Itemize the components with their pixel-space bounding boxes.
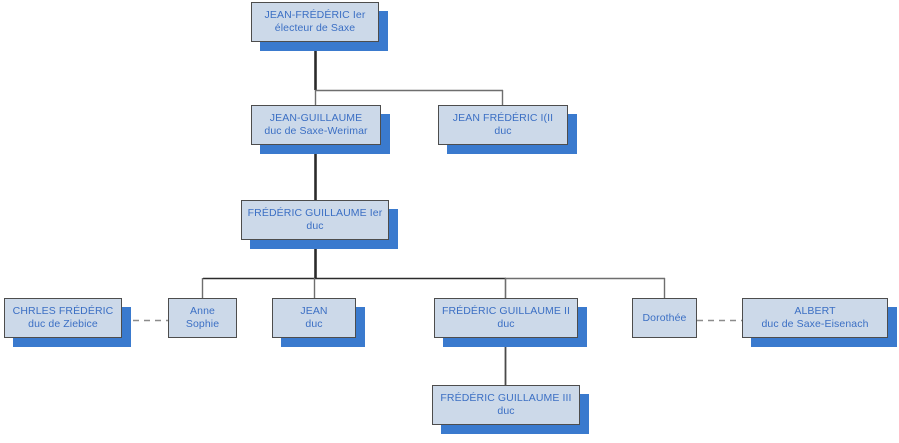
node-frederic-guillaume-ii[interactable]: FRÉDÉRIC GUILLAUME II duc: [434, 298, 578, 338]
node-jean-frederic-i-ii[interactable]: JEAN FRÉDÉRIC I(II duc: [438, 105, 568, 145]
node-albert[interactable]: ALBERT duc de Saxe-Eisenach: [742, 298, 888, 338]
node-jean-duc[interactable]: JEAN duc: [272, 298, 356, 338]
node-title: JEAN-FRÉDÉRIC Ier: [264, 9, 366, 21]
node-dorothee[interactable]: Dorothée: [632, 298, 697, 338]
node-subtitle: duc de Ziebice: [28, 318, 98, 330]
node-subtitle: duc de Saxe-Eisenach: [761, 318, 869, 330]
node-subtitle: duc: [494, 125, 512, 137]
node-title: CHRLES FRÉDÉRIC: [12, 305, 114, 317]
node-jean-guillaume[interactable]: JEAN-GUILLAUME duc de Saxe-Werimar: [251, 105, 381, 145]
node-subtitle: duc: [497, 405, 515, 417]
node-anne-sophie[interactable]: Anne Sophie: [168, 298, 237, 338]
node-frederic-guillaume-ier[interactable]: FRÉDÉRIC GUILLAUME Ier duc: [241, 200, 389, 240]
node-subtitle: duc de Saxe-Werimar: [264, 125, 368, 137]
node-title: Anne: [190, 305, 215, 317]
node-title: JEAN FRÉDÉRIC I(II: [452, 112, 554, 124]
node-frederic-guillaume-iii[interactable]: FRÉDÉRIC GUILLAUME III duc: [432, 385, 580, 425]
node-subtitle: électeur de Saxe: [274, 22, 356, 34]
node-chrles-frederic[interactable]: CHRLES FRÉDÉRIC duc de Ziebice: [4, 298, 122, 338]
node-subtitle: Sophie: [185, 318, 220, 330]
node-title: FRÉDÉRIC GUILLAUME III: [440, 392, 572, 404]
node-jean-frederic-ier[interactable]: JEAN-FRÉDÉRIC Ier électeur de Saxe: [251, 2, 379, 42]
node-title: JEAN: [300, 305, 328, 317]
node-title: JEAN-GUILLAUME: [269, 112, 363, 124]
node-subtitle: duc: [306, 220, 324, 232]
node-subtitle: duc: [305, 318, 323, 330]
node-title: Dorothée: [642, 311, 687, 324]
node-subtitle: duc: [497, 318, 515, 330]
node-title: FRÉDÉRIC GUILLAUME II: [441, 305, 571, 317]
node-title: FRÉDÉRIC GUILLAUME Ier: [247, 207, 383, 219]
node-title: ALBERT: [794, 305, 836, 317]
